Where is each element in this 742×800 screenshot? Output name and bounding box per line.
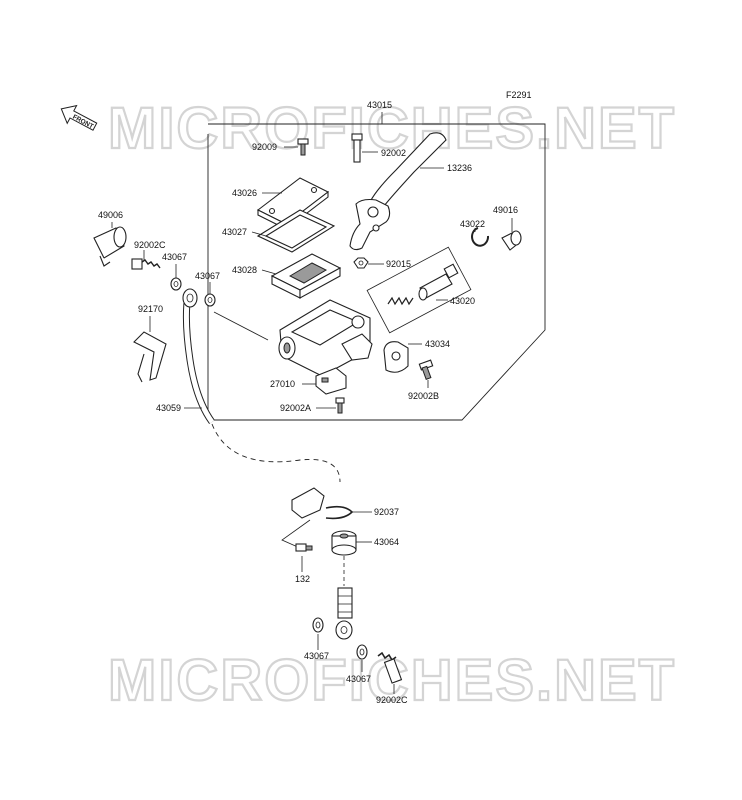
label-92002a: 92002A [280, 403, 311, 413]
piston-assembly-43020-icon [366, 246, 472, 334]
label-92002c-bottom: 92002C [376, 695, 408, 705]
label-92002: 92002 [381, 148, 406, 158]
label-43067-c: 43067 [304, 651, 329, 661]
circlip-43022-icon [471, 227, 490, 247]
reservoir-plate-43027-icon [256, 209, 336, 253]
watermark-top: MICROFICHES.NET [108, 96, 676, 161]
label-43015: 43015 [367, 100, 392, 110]
label-43064: 43064 [374, 537, 399, 547]
bleed-bolt-92002c-top-icon [131, 258, 161, 270]
diaphragm-43028-icon [270, 253, 342, 299]
master-cylinder-body-icon [278, 299, 373, 377]
label-92009: 92009 [252, 142, 277, 152]
banjo-bolt-92002c-bottom-icon [377, 651, 403, 684]
washer-43067-c-icon [312, 617, 324, 633]
washer-43067-d-icon [356, 644, 368, 660]
lower-hose-fitting-icon [335, 556, 353, 640]
brake-hose-43059-icon [182, 288, 341, 483]
cap-49006-icon [93, 226, 127, 267]
label-43027: 43027 [222, 227, 247, 237]
label-27010: 27010 [270, 379, 295, 389]
label-43020: 43020 [450, 296, 475, 306]
label-13236: 13236 [447, 163, 472, 173]
label-43067-d: 43067 [346, 674, 371, 684]
label-43022: 43022 [460, 219, 485, 229]
label-43067-a: 43067 [162, 252, 187, 262]
brake-lever-13236-icon [349, 132, 447, 251]
screw-92002a-icon [335, 397, 345, 414]
label-43059: 43059 [156, 403, 181, 413]
nut-92015-icon [353, 257, 369, 269]
switch-27010-icon [315, 367, 347, 395]
label-92037: 92037 [374, 507, 399, 517]
label-92170: 92170 [138, 304, 163, 314]
label-43028: 43028 [232, 265, 257, 275]
label-92002b: 92002B [408, 391, 439, 401]
label-49006: 49006 [98, 210, 123, 220]
washer-43067-a-icon [170, 277, 182, 291]
label-43067-b: 43067 [195, 271, 220, 281]
holder-43034-icon [383, 341, 409, 373]
clamp-92170-icon [133, 331, 167, 383]
assembly-frame [207, 123, 546, 421]
grommet-43064-icon [331, 530, 357, 556]
bolt-92002b-icon [418, 359, 434, 380]
washer-43067-b-icon [204, 293, 216, 307]
label-92015: 92015 [386, 259, 411, 269]
label-49016: 49016 [493, 205, 518, 215]
label-132: 132 [295, 574, 310, 584]
figure-code: F2291 [506, 90, 532, 100]
label-43034: 43034 [425, 339, 450, 349]
boot-49016-icon [501, 230, 522, 251]
screw-92009-icon [297, 138, 309, 156]
label-43026: 43026 [232, 188, 257, 198]
bolt-132-icon [281, 519, 313, 552]
bracket-92037-icon [291, 487, 354, 520]
label-92002c-top: 92002C [134, 240, 166, 250]
pivot-bolt-92002-icon [351, 133, 363, 163]
front-arrow-icon: FRONT [60, 104, 98, 131]
leader-43067-to-body [213, 311, 269, 341]
